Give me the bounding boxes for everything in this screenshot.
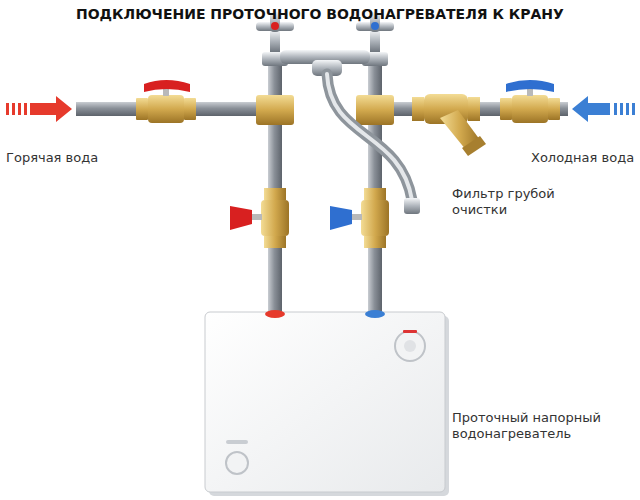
- cold-valve: [500, 80, 560, 123]
- mixer-faucet: [256, 12, 420, 214]
- cold-water-label: Холодная вода: [531, 150, 634, 166]
- coarse-filter: [412, 94, 486, 156]
- heater-label: Проточный напорный водонагреватель: [452, 410, 622, 443]
- hot-riser-valve: [230, 188, 289, 248]
- hot-water-label: Горячая вода: [6, 150, 98, 166]
- cold-arrow: [572, 96, 635, 122]
- hot-valve: [136, 80, 196, 123]
- filter-label: Фильтр грубой очистки: [452, 186, 582, 219]
- hot-tee: [256, 95, 294, 125]
- hot-arrow: [6, 96, 72, 122]
- cold-tee: [356, 95, 394, 125]
- diagram-title: ПОДКЛЮЧЕНИЕ ПРОТОЧНОГО ВОДОНАГРЕВАТЕЛЯ К…: [76, 6, 564, 24]
- cold-riser-valve: [330, 188, 389, 248]
- water-heater: [205, 310, 449, 496]
